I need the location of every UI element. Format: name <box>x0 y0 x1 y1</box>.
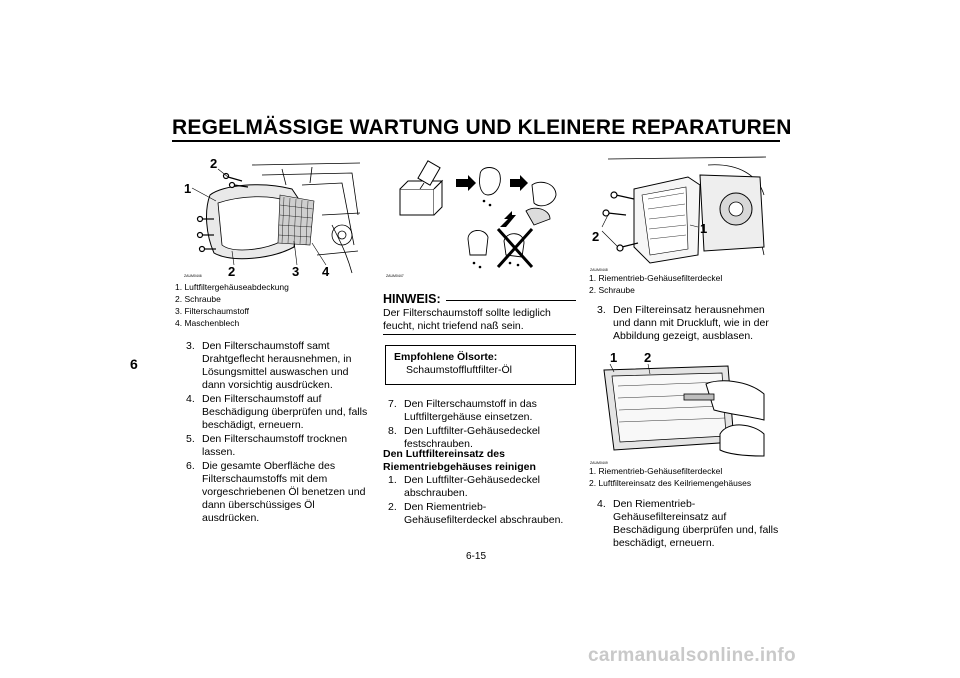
callout-1: 1 <box>700 221 707 236</box>
legend-item: 2. Luftfiltereinsatz des Keilriemengehäu… <box>589 478 752 488</box>
figure-belt-housing-cover: ZAUM0448 1 2 <box>588 155 768 273</box>
list-item: 6.Die gesamte Oberfläche des Filterschau… <box>186 460 366 524</box>
list-item: 1.Den Luftfilter-Gehäusedeckel abschraub… <box>388 474 540 499</box>
figure-code: ZAUM0449 <box>590 461 608 465</box>
figure-filter-element-blowing: ZAUM0449 1 2 <box>588 350 768 466</box>
oil-spec-value: Schaumstoffluftfilter-Öl <box>406 364 513 376</box>
oil-spec-box: Empfohlene Ölsorte: Schaumstoffluftfilte… <box>385 345 576 385</box>
list-item: 8.Den Luftfilter-Gehäusedeckel festschra… <box>388 425 540 450</box>
callout-2: 2 <box>592 229 599 244</box>
page-number: 6-15 <box>466 551 487 562</box>
list-item: 2.Den Riementrieb-Gehäusefilterdeckel ab… <box>388 501 564 526</box>
figure-code: ZAUM0447 <box>386 274 404 278</box>
callout-4: 4 <box>322 264 330 279</box>
figure-1-legend: 1. Luftfiltergehäuseabdeckung 2. Schraub… <box>175 281 365 329</box>
legend-item: 2. Schraube <box>175 294 221 304</box>
list-item: 4.Den Riementrieb-Gehäusefiltereinsatz a… <box>597 498 779 549</box>
legend-item: 1. Luftfiltergehäuseabdeckung <box>175 282 289 292</box>
list-item: 7.Den Filterschaumstoff in das Luftfilte… <box>388 398 537 423</box>
figure-oil-procedure: ZAUM0447 <box>384 155 564 281</box>
legend-item: 1. Riementrieb-Gehäusefilterdeckel <box>589 273 723 283</box>
figure-3-legend: 1. Riementrieb-Gehäusefilterdeckel 2. Sc… <box>589 272 779 296</box>
figure-code: ZAUM0446 <box>184 274 202 278</box>
figure-air-filter-housing: ZAUM0446 1 2 2 3 4 <box>182 155 362 281</box>
chapter-tab: 6 <box>130 356 138 372</box>
callout-2: 2 <box>644 350 651 365</box>
list-item: 3.Den Filterschaumstoff samt Drahtgeflec… <box>186 340 352 391</box>
list-item: 5.Den Filterschaumstoff trocknen lassen. <box>186 433 348 458</box>
figure-code: ZAUM0448 <box>590 268 608 272</box>
page-title: REGELMÄSSIGE WARTUNG UND KLEINERE REPARA… <box>172 116 792 139</box>
hinweis-heading: HINWEIS: <box>383 292 441 306</box>
oil-spec-heading: Empfohlene Ölsorte: <box>394 351 498 363</box>
section-steps: 1.Den Luftfilter-Gehäusedeckel abschraub… <box>388 474 578 528</box>
legend-item: 1. Riementrieb-Gehäusefilterdeckel <box>589 466 723 476</box>
callout-3: 3 <box>292 264 299 279</box>
hinweis-bottom-rule <box>383 334 576 335</box>
callout-2-top: 2 <box>210 156 217 171</box>
right-step-4: 4.Den Riementrieb-Gehäusefiltereinsatz a… <box>597 498 779 551</box>
list-item: 4.Den Filterschaumstoff auf Beschädigung… <box>186 393 368 431</box>
left-steps: 3.Den Filterschaumstoff samt Drahtgeflec… <box>186 340 368 526</box>
list-item: 3.Den Filtereinsatz herausnehmen und dan… <box>597 304 769 342</box>
callout-1: 1 <box>610 350 617 365</box>
callout-2-bottom: 2 <box>228 264 235 279</box>
hinweis-text: Der Filterschaumstoff sollte lediglich f… <box>383 307 551 332</box>
callout-1: 1 <box>184 181 191 196</box>
footer-watermark[interactable]: carmanualsonline.info <box>588 645 796 666</box>
title-rule <box>172 140 780 142</box>
legend-item: 4. Maschenblech <box>175 318 240 328</box>
section-heading: Den Luftfiltereinsatz des Riementriebgeh… <box>383 448 536 473</box>
legend-item: 3. Filterschaumstoff <box>175 306 250 316</box>
right-step-3: 3.Den Filtereinsatz herausnehmen und dan… <box>597 304 779 344</box>
hinweis-rule <box>446 300 576 301</box>
figure-4-legend: 1. Riementrieb-Gehäusefilterdeckel 2. Lu… <box>589 465 779 489</box>
legend-item: 2. Schraube <box>589 285 635 295</box>
middle-steps: 7.Den Filterschaumstoff in das Luftfilte… <box>388 398 578 452</box>
